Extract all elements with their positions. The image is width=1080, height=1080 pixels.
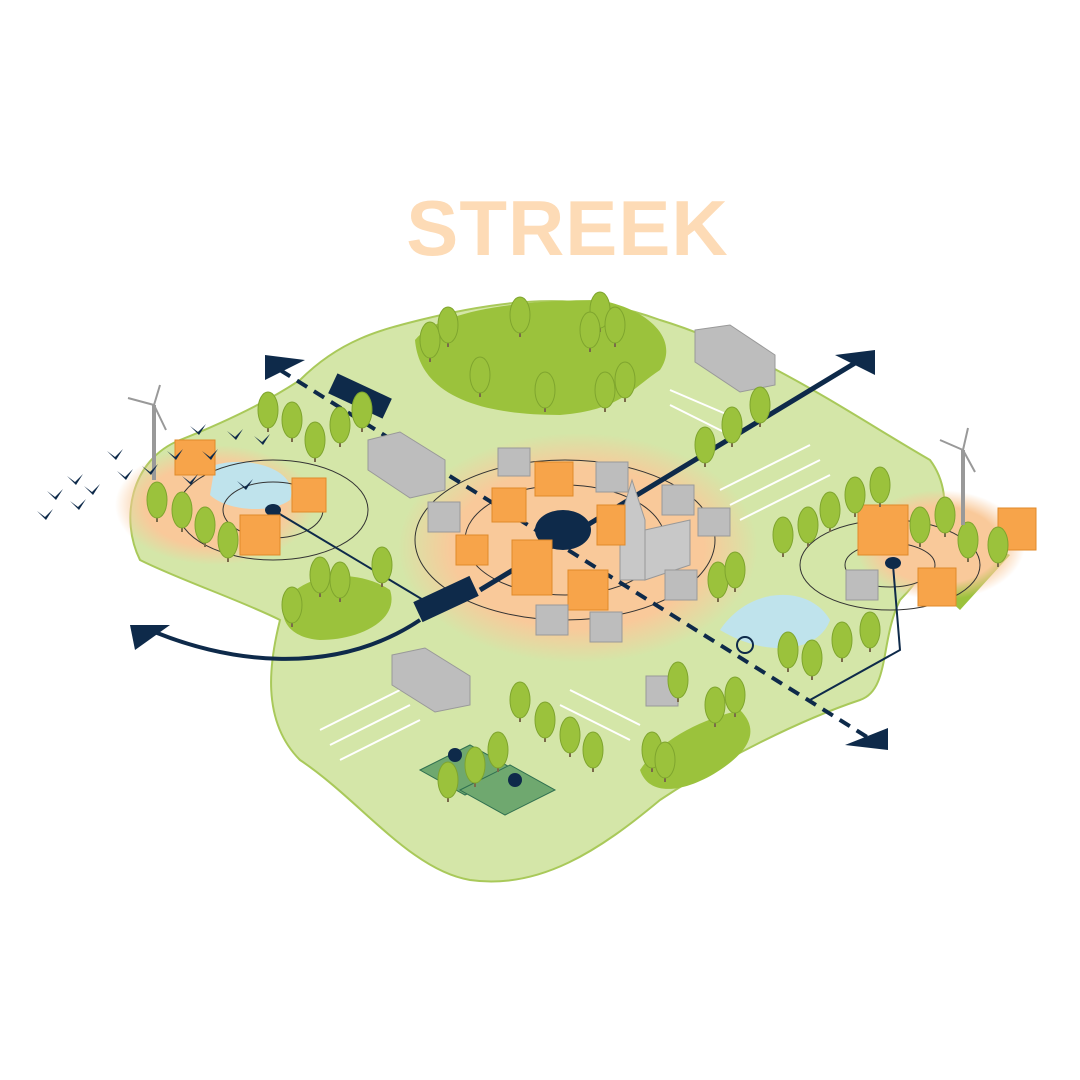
tree-icon [801, 639, 823, 680]
tree-icon [694, 426, 716, 467]
tree-icon [437, 306, 459, 347]
orange-houses [174, 439, 1037, 611]
bird-icon [227, 429, 243, 440]
tree-icon [909, 506, 931, 547]
tree-icon [257, 391, 279, 432]
tree-icon [934, 496, 956, 537]
tree-icon [614, 361, 636, 402]
bird-icon [190, 424, 206, 435]
hub-east-icon [885, 557, 901, 569]
tree-icon [844, 476, 866, 517]
tree-icon [509, 681, 531, 722]
grey-houses [427, 447, 879, 707]
tree-icon [217, 521, 239, 562]
tree-icon [171, 491, 193, 532]
tree-icon [777, 631, 799, 672]
bird-icon [167, 449, 183, 460]
tree-icon [957, 521, 979, 562]
tree-icon [559, 716, 581, 757]
tree-icon [464, 746, 486, 787]
tree-icon [419, 321, 441, 362]
bird-icon [47, 489, 63, 500]
tree-icon [724, 551, 746, 592]
tree-icon [749, 386, 771, 427]
tree-icon [831, 621, 853, 662]
sports-field-2 [458, 764, 557, 816]
tree-icon [772, 516, 794, 557]
tree-icon [534, 371, 556, 412]
tree-icon [469, 356, 491, 397]
tree-icon [987, 526, 1009, 567]
urban-core [398, 433, 758, 663]
tree-icon [819, 491, 841, 532]
arrow-northeast-icon [835, 350, 875, 375]
bird-icon [142, 464, 158, 475]
bus-icon [413, 575, 479, 623]
arrow-west-icon [130, 625, 170, 650]
bird-icon [107, 449, 123, 460]
bird-icon [202, 449, 218, 460]
tree-icon [437, 761, 459, 802]
birds-icon [37, 424, 270, 520]
tree-icon [534, 701, 556, 742]
tree-icon [194, 506, 216, 547]
tree-icon [281, 401, 303, 442]
tree-icon [724, 676, 746, 717]
tree-icon [721, 406, 743, 447]
pond-west [210, 461, 292, 510]
tree-icon [704, 686, 726, 727]
bird-icon [37, 509, 53, 520]
tree-icon [797, 506, 819, 547]
hub-west-icon [265, 504, 281, 516]
bird-icon [117, 469, 133, 480]
tree-icon [487, 731, 509, 772]
tree-icon [604, 306, 626, 347]
tree-icon [329, 406, 351, 447]
cyclist-icon [736, 636, 754, 654]
tree-icon [582, 731, 604, 772]
tree-icon [667, 661, 689, 702]
tree-icon [329, 561, 351, 602]
field-stripes [319, 389, 831, 761]
bird-icon [70, 499, 86, 510]
pond-east [720, 594, 830, 649]
tree-icon [309, 556, 331, 597]
tree-icon [579, 311, 601, 352]
wind-turbine-icon [127, 384, 167, 480]
arrow-southeast-icon [845, 728, 888, 750]
tree-icon [859, 611, 881, 652]
tree-icon [594, 371, 616, 412]
bird-icon [84, 484, 100, 495]
bird-icon [237, 479, 253, 490]
arrow-northwest-icon [265, 355, 305, 380]
barns [367, 324, 776, 713]
forest-west [283, 576, 392, 640]
football-player-icon [448, 748, 462, 762]
wind-turbine-icon [939, 427, 976, 525]
tree-icon [371, 546, 393, 587]
tree-icon [351, 391, 373, 432]
tree-icon [869, 466, 891, 507]
tree-icon [304, 421, 326, 462]
region-title: STREEK [406, 184, 729, 272]
bird-icon [254, 434, 270, 445]
tree-icon [281, 586, 303, 627]
bird-icon [67, 474, 83, 485]
tree-icon [654, 741, 676, 782]
tree-icon [509, 296, 531, 337]
trees [146, 291, 1009, 802]
bird-icon [182, 474, 198, 485]
tree-icon [146, 481, 168, 522]
church-icon [619, 478, 691, 581]
football-player-icon [508, 773, 522, 787]
